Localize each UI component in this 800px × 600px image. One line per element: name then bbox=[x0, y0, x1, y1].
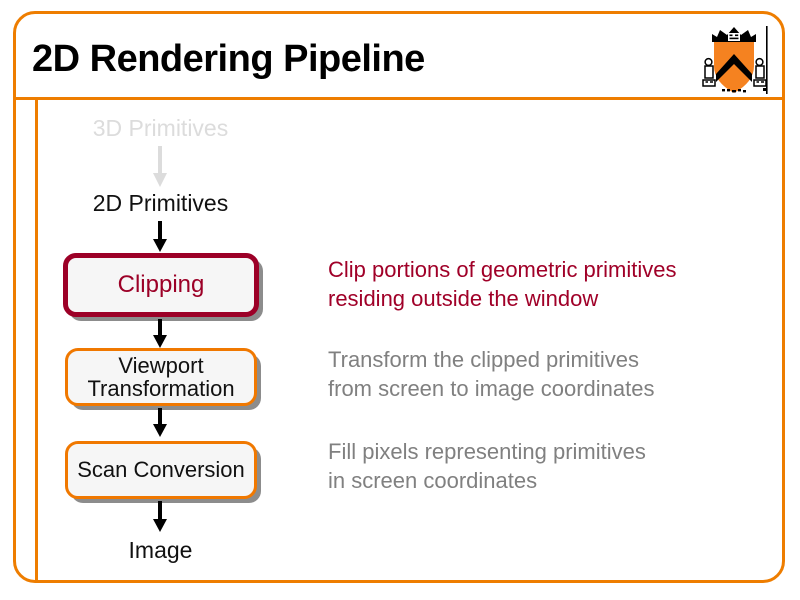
flow-label-image: Image bbox=[128, 537, 193, 563]
arrow-2d-to-clipping bbox=[150, 221, 170, 258]
arrow-viewport-to-scan bbox=[150, 408, 170, 443]
left-accent-line bbox=[35, 100, 38, 583]
title-divider-rule bbox=[13, 97, 785, 100]
pipeline-stage-viewport-transformation[interactable]: Viewport Transformation bbox=[65, 348, 257, 406]
slide-frame-border bbox=[13, 11, 785, 583]
pipeline-stage-clipping[interactable]: Clipping bbox=[63, 253, 259, 317]
description-clipping: Clip portions of geometric primitives re… bbox=[328, 257, 677, 312]
arrow-scan-to-image bbox=[150, 501, 170, 538]
description-scan-conversion: Fill pixels representing primitives in s… bbox=[328, 439, 646, 494]
arrow-clipping-to-viewport bbox=[150, 319, 170, 354]
description-viewport-transformation: Transform the clipped primitives from sc… bbox=[328, 347, 655, 402]
arrow-3d-to-2d bbox=[150, 146, 170, 193]
flow-label-2d-primitives: 2D Primitives bbox=[92, 190, 229, 216]
pipeline-stage-scan-conversion[interactable]: Scan Conversion bbox=[65, 441, 257, 499]
flow-label-3d-primitives: 3D Primitives bbox=[92, 115, 229, 141]
page-title: 2D Rendering Pipeline bbox=[32, 38, 425, 80]
princeton-shield-logo bbox=[700, 24, 778, 100]
